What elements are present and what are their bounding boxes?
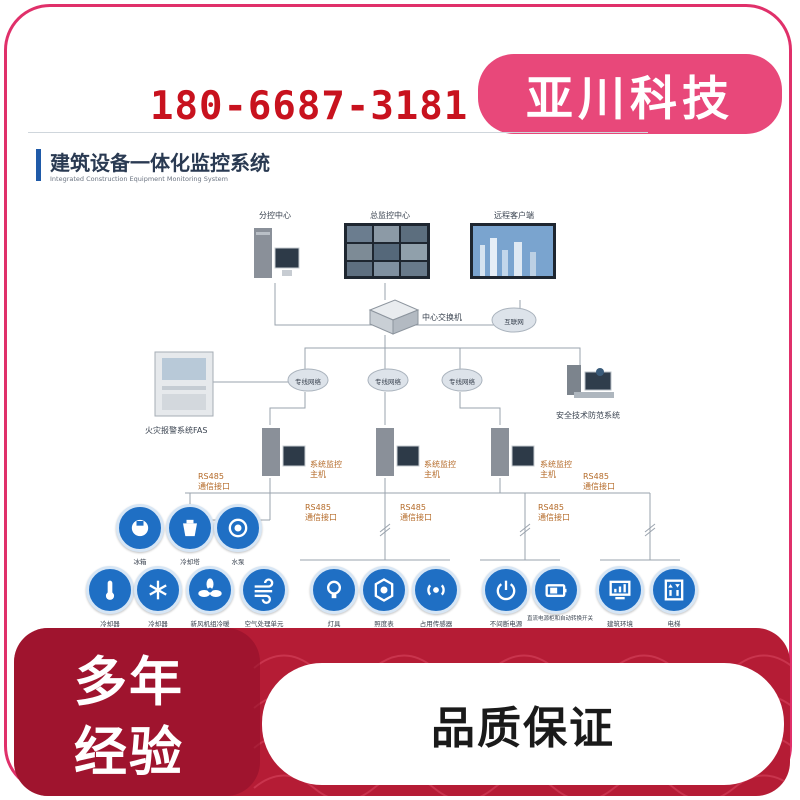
power-icon — [482, 566, 530, 614]
device-label-11: 直流电源柜和自动转换开关 — [526, 616, 594, 622]
header-divider — [28, 132, 648, 133]
quality-text: 品质保证 — [431, 703, 615, 754]
experience-tile — [14, 628, 260, 796]
phone-number: 180-6687-3181 — [150, 84, 469, 129]
label-network-cloud-1: 专线网络 — [295, 378, 321, 386]
network-diagram — [154, 223, 680, 561]
label-security: 安全技术防范系统 — [556, 411, 620, 420]
cooling-tower-icon — [166, 504, 214, 552]
label-central-switch: 中心交换机 — [422, 313, 462, 322]
diagram-title: 建筑设备一体化监控系统 — [50, 151, 270, 175]
brand-badge: 亚川科技 — [478, 54, 782, 134]
device-label-13: 电梯 — [667, 620, 681, 628]
device-label-0: 冰箱 — [133, 558, 147, 566]
device-label-10: 不间断电源 — [489, 620, 523, 628]
device-label-9: 占用传感器 — [419, 620, 453, 628]
break-marks — [379, 523, 656, 537]
fire-alarm-cabinet — [154, 351, 214, 417]
host-computer-1 — [262, 428, 306, 476]
device-label-3: 冷却器 — [100, 620, 120, 628]
label-network-cloud-2: 专线网络 — [375, 378, 401, 386]
diagram-subtitle: Integrated Construction Equipment Monito… — [50, 175, 228, 183]
label-remote-client: 远程客户端 — [494, 211, 534, 220]
experience-text-line1: 多年 — [74, 652, 184, 713]
label-fire-alarm: 火灾报警系统FAS — [145, 426, 208, 435]
experience-text-line2: 经验 — [74, 722, 184, 783]
sub-control-computer — [254, 228, 300, 278]
pump-icon — [214, 504, 262, 552]
occupancy-sensor-icon — [412, 566, 460, 614]
device-label-12: 建筑环境 — [607, 620, 633, 628]
host-computer-3 — [491, 428, 535, 476]
label-main-control: 总监控中心 — [370, 211, 410, 220]
lux-meter-icon — [360, 566, 408, 614]
device-label-8: 照度表 — [374, 620, 394, 628]
device-label-7: 灯具 — [327, 620, 341, 628]
remote-client-screen — [470, 223, 556, 279]
battery-switch-icon — [532, 566, 580, 614]
device-label-2: 水泵 — [231, 558, 245, 566]
internet-cloud — [491, 307, 537, 333]
environment-monitor-icon — [596, 566, 644, 614]
security-workstation — [567, 365, 614, 398]
snowflake-icon — [134, 566, 182, 614]
main-monitor — [344, 223, 430, 279]
device-label-5: 新风机组冷暖 — [190, 620, 230, 628]
label-host-2: 系统监控主机 — [424, 460, 456, 479]
title-accent-bar — [36, 149, 41, 181]
thermometer-icon — [86, 566, 134, 614]
quality-pill: 品质保证 — [262, 663, 784, 785]
label-host-3: 系统监控主机 — [540, 460, 572, 479]
fridge-icon — [116, 504, 164, 552]
device-label-4: 冷却器 — [148, 620, 168, 628]
label-sub-control: 分控中心 — [259, 211, 291, 220]
elevator-icon — [650, 566, 698, 614]
label-network-cloud-3: 专线网络 — [449, 378, 475, 386]
air-handler-icon — [240, 566, 288, 614]
device-label-6: 空气处理单元 — [244, 620, 284, 628]
fan-icon — [186, 566, 234, 614]
label-host-1: 系统监控主机 — [310, 460, 342, 479]
label-internet: 互联网 — [504, 318, 524, 326]
central-switch — [368, 299, 420, 335]
device-label-1: 冷却塔 — [180, 558, 200, 566]
lightbulb-icon — [310, 566, 358, 614]
host-computer-2 — [376, 428, 420, 476]
network-clouds — [287, 368, 483, 392]
